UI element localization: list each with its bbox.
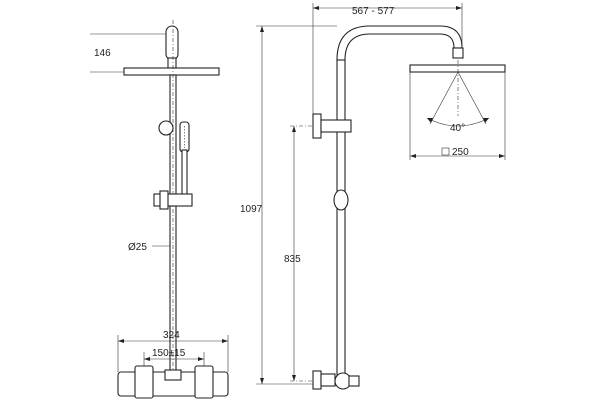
arrow [260, 26, 264, 32]
side-slider [333, 189, 349, 211]
arm-outer [336, 25, 463, 61]
side-view: 40° 1097 835 567 - 577 [240, 3, 506, 390]
arrow [410, 154, 416, 158]
arm-inner [344, 33, 455, 61]
arrow [499, 154, 505, 158]
mixer-outlet [164, 369, 182, 381]
mixer-right-handle [194, 365, 214, 399]
arrow [260, 378, 264, 384]
spray-arc [426, 117, 490, 127]
arrow [198, 357, 204, 361]
arrow [427, 118, 433, 123]
mixer-left-handle [134, 365, 154, 399]
arrow [144, 357, 150, 361]
dim-total-height: 1097 [240, 204, 263, 215]
dim-head-height: 146 [94, 48, 111, 59]
slider-clamp [159, 190, 169, 210]
dim-arm-reach: 567 - 577 [352, 6, 395, 17]
side-shower-head-plate [409, 64, 506, 73]
side-mixer-outlet [348, 375, 360, 387]
arrow [292, 375, 296, 381]
dim-head-size: 250 [452, 147, 469, 158]
holder-bracket [320, 119, 352, 133]
dim-pipe-diameter: Ø25 [128, 242, 147, 253]
arrow [222, 339, 228, 343]
front-view: 146 Ø25 324 150±15 [90, 20, 229, 399]
spray-line-left [429, 71, 459, 125]
arrow [456, 6, 462, 10]
arrow [118, 339, 124, 343]
head-top-knob [165, 25, 179, 61]
holder-ring [158, 120, 174, 136]
arrow [292, 126, 296, 132]
dim-inlet-centres: 150±15 [152, 348, 186, 359]
side-wall-plate [312, 370, 322, 390]
arrow [483, 118, 489, 123]
side-riser-pipe [336, 59, 346, 381]
wall-bracket-plate [312, 113, 322, 139]
shower-head-plate [123, 67, 220, 76]
hand-shower-handle [181, 149, 188, 197]
square-icon [441, 147, 450, 156]
arrow [313, 6, 319, 10]
head-neck [167, 57, 177, 69]
dim-mixer-width: 324 [163, 330, 180, 341]
side-mixer-body [320, 373, 336, 387]
spray-line-right [457, 71, 487, 125]
dim-outlet-height: 835 [284, 254, 301, 265]
dim-spray-angle: 40° [450, 123, 465, 134]
side-head-connector [452, 47, 464, 59]
